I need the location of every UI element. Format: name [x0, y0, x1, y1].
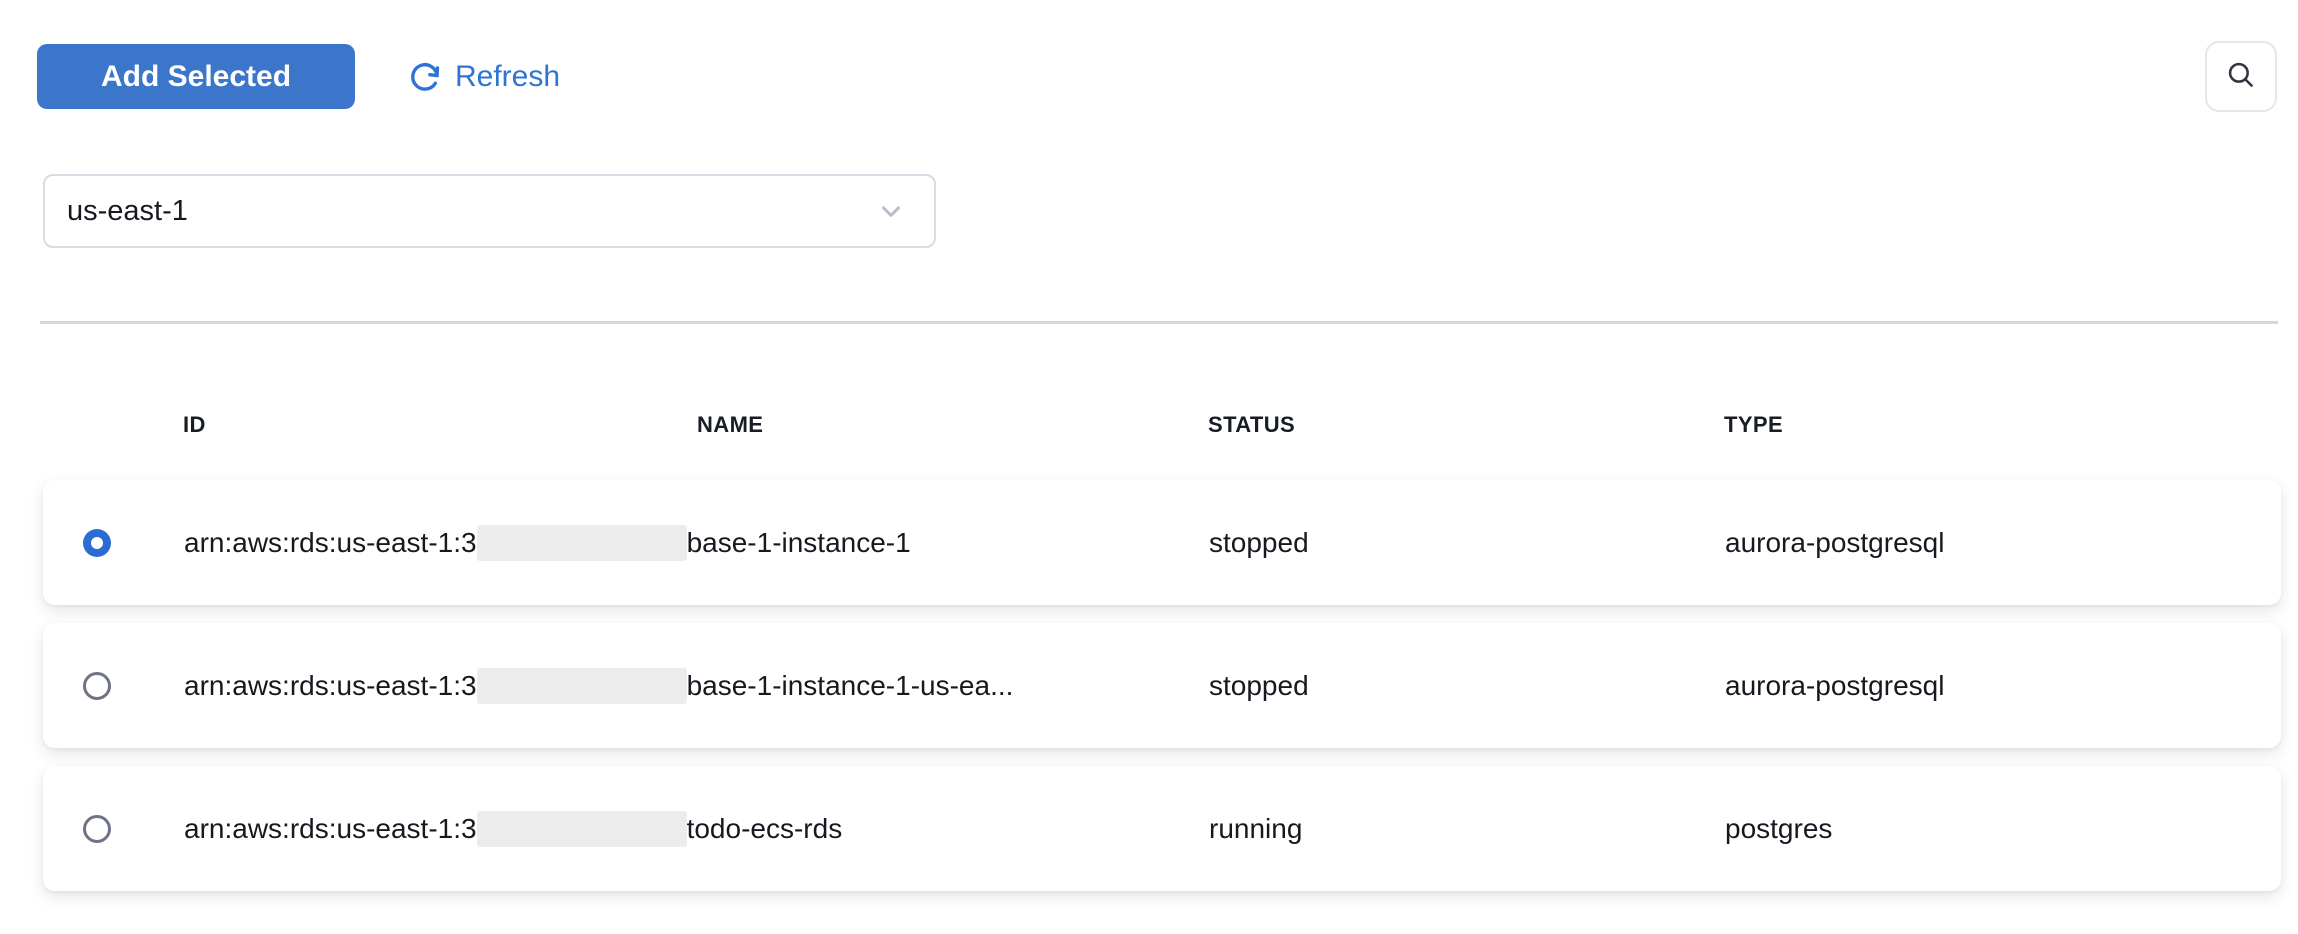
- radio-button[interactable]: [83, 671, 111, 700]
- column-header-status: STATUS: [1208, 412, 1296, 437]
- instance-id-suffix: todo-ecs-rds: [686, 812, 843, 844]
- table-header: ID NAME STATUS TYPE: [0, 412, 2298, 438]
- search-icon: [2224, 58, 2258, 95]
- region-select[interactable]: us-east-1: [43, 174, 936, 248]
- instance-id-suffix: base-1-instance-1-us-ea...: [686, 669, 1014, 701]
- instance-status: stopped: [1209, 669, 1309, 701]
- instance-type: aurora-postgresql: [1725, 526, 1945, 558]
- column-header-type: TYPE: [1724, 412, 1784, 437]
- redacted-account-id: [476, 667, 687, 704]
- instance-type: aurora-postgresql: [1725, 669, 1945, 701]
- column-header-id: ID: [183, 412, 206, 437]
- table-row[interactable]: arn:aws:rds:us-east-1:3 base-1-instance-1…: [43, 480, 2281, 605]
- column-header-name: NAME: [697, 412, 764, 437]
- redacted-account-id: [476, 524, 687, 561]
- radio-button[interactable]: [83, 814, 111, 843]
- refresh-button[interactable]: Refresh: [408, 60, 560, 94]
- table-row[interactable]: arn:aws:rds:us-east-1:3 base-1-instance-1…: [43, 623, 2281, 748]
- table-row[interactable]: arn:aws:rds:us-east-1:3 todo-ecs-rds runn…: [43, 766, 2281, 891]
- instance-id: arn:aws:rds:us-east-1:3 base-1-instance-1…: [184, 667, 1209, 704]
- instance-status: running: [1209, 812, 1303, 844]
- section-divider: [40, 321, 2278, 324]
- instance-id-prefix: arn:aws:rds:us-east-1:3: [184, 669, 477, 701]
- instance-id-suffix: base-1-instance-1: [686, 526, 911, 558]
- instance-type: postgres: [1725, 812, 1833, 844]
- region-select-value: us-east-1: [67, 194, 188, 227]
- toolbar: Add Selected Refresh: [0, 0, 2298, 112]
- add-selected-button[interactable]: Add Selected: [37, 44, 355, 109]
- instance-list: arn:aws:rds:us-east-1:3 base-1-instance-1…: [43, 480, 2281, 891]
- instance-id: arn:aws:rds:us-east-1:3 todo-ecs-rds: [184, 810, 1209, 847]
- refresh-icon: [408, 60, 442, 94]
- instance-id-prefix: arn:aws:rds:us-east-1:3: [184, 812, 477, 844]
- search-button[interactable]: [2205, 41, 2277, 112]
- chevron-down-icon: [876, 196, 906, 226]
- instance-id: arn:aws:rds:us-east-1:3 base-1-instance-1: [184, 524, 1209, 561]
- radio-button[interactable]: [83, 528, 111, 557]
- refresh-label: Refresh: [455, 59, 561, 93]
- instance-id-prefix: arn:aws:rds:us-east-1:3: [184, 526, 477, 558]
- redacted-account-id: [476, 810, 687, 847]
- instance-status: stopped: [1209, 526, 1309, 558]
